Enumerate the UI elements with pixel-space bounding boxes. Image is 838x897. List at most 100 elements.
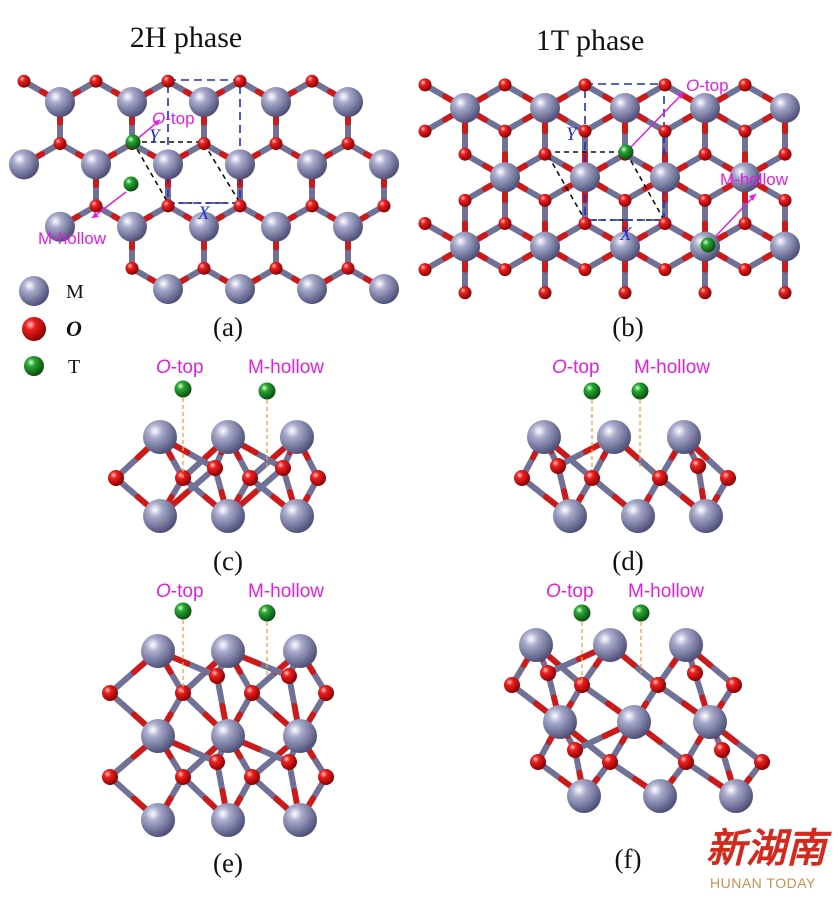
oxygen-atom [108,470,124,486]
oxygen-atom [578,216,592,230]
logo-chinese-text: 新湖南 [706,826,832,872]
oxygen-atom [678,754,694,770]
b-o-top-arrow [629,91,685,149]
metal-atom [553,499,587,533]
metal-atom [141,803,175,837]
oxygen-atom [377,199,391,213]
legend-adsorbate-label: T [68,356,80,378]
e-o-top-label: O-top [156,581,204,602]
metal-atom [117,211,147,242]
oxygen-atom [197,261,211,275]
adsorbate-atom [631,382,649,400]
metal-atom [81,149,111,180]
metal-atom [211,420,245,454]
oxygen-atom [233,199,247,213]
oxygen-atom [341,137,355,151]
metal-atom [283,803,317,837]
legend-metal-label: M [66,281,84,303]
adsorbate-atom [583,382,601,400]
b-m-hollow-label: M-hollow [720,170,789,189]
metal-atom [667,420,701,454]
adsorbate-atom [258,382,276,400]
oxygen-atom [658,124,672,138]
metal-atom [153,274,183,305]
oxygen-atom [310,470,326,486]
metal-atom [143,499,177,533]
metal-atom [593,628,627,662]
metal-atom [189,87,219,117]
legend-oxygen-atom [22,317,46,341]
metal-atom [283,719,317,753]
metal-atom [650,162,680,193]
a-m-hollow-arrow [91,191,127,219]
oxygen-atom [275,460,291,476]
b-o-top-arrowhead [677,92,684,99]
metal-atom [450,93,480,123]
metal-atom [141,634,175,668]
metal-atom [333,87,363,117]
b-y-axis-label: Y [566,124,579,145]
f-m-hollow-label: M-hollow [628,581,704,602]
metal-atom [283,634,317,668]
a-m-hollow-arrowhead [92,212,99,218]
oxygen-atom [244,769,260,785]
metal-atom [369,274,399,305]
metal-atom [280,499,314,533]
metal-atom [530,93,560,123]
oxygen-atom [687,665,703,681]
oxygen-atom [305,199,319,213]
adsorbate-atom [573,604,591,622]
logo-english-text: HUNAN TODAY [710,875,816,891]
metal-atom [117,87,147,117]
oxygen-atom [418,124,432,138]
metal-atom [610,93,640,123]
atom-layer [9,74,800,837]
metal-atom [570,162,600,193]
oxygen-atom [658,216,672,230]
metal-atom [669,628,703,662]
oxygen-atom [578,78,592,92]
metal-atom [527,420,561,454]
title-1t-phase: 1T phase [536,24,645,57]
metal-atom [297,149,327,180]
oxygen-atom [418,78,432,92]
bond-layer [21,78,788,823]
a-o-top-label: O-top [152,109,195,128]
a-x-axis-label: X [197,203,211,224]
metal-atom [225,149,255,180]
oxygen-atom [650,677,666,693]
metal-atom [621,499,655,533]
oxygen-atom [574,677,590,693]
legend: M O T [19,276,84,378]
b-x-axis-label: X [619,224,633,245]
oxygen-atom [269,137,283,151]
oxygen-atom [584,470,600,486]
oxygen-atom [281,668,297,684]
oxygen-atom [538,286,552,300]
oxygen-atom [514,470,530,486]
c-m-hollow-label: M-hollow [248,357,324,378]
metal-atom [211,634,245,668]
metal-atom [693,705,727,739]
oxygen-atom [738,263,752,277]
metal-atom [530,231,560,262]
oxygen-atom [17,74,31,88]
metal-atom [189,211,219,242]
oxygen-atom [738,78,752,92]
panel-label-e: (e) [213,848,243,878]
oxygen-atom [161,74,175,88]
panel-label-f: (f) [615,844,642,874]
b-m-hollow-arrow [711,193,757,241]
panel-label-b: (b) [612,312,643,342]
adsorbate-atom [123,176,139,192]
a-o-top-arrowhead [153,120,160,126]
oxygen-atom [658,263,672,277]
a-m-hollow-label: M-hollow [38,229,107,248]
oxygen-atom [538,147,552,161]
oxygen-atom [125,261,139,275]
metal-atom [369,149,399,180]
oxygen-atom [498,124,512,138]
metal-atom [690,93,720,123]
